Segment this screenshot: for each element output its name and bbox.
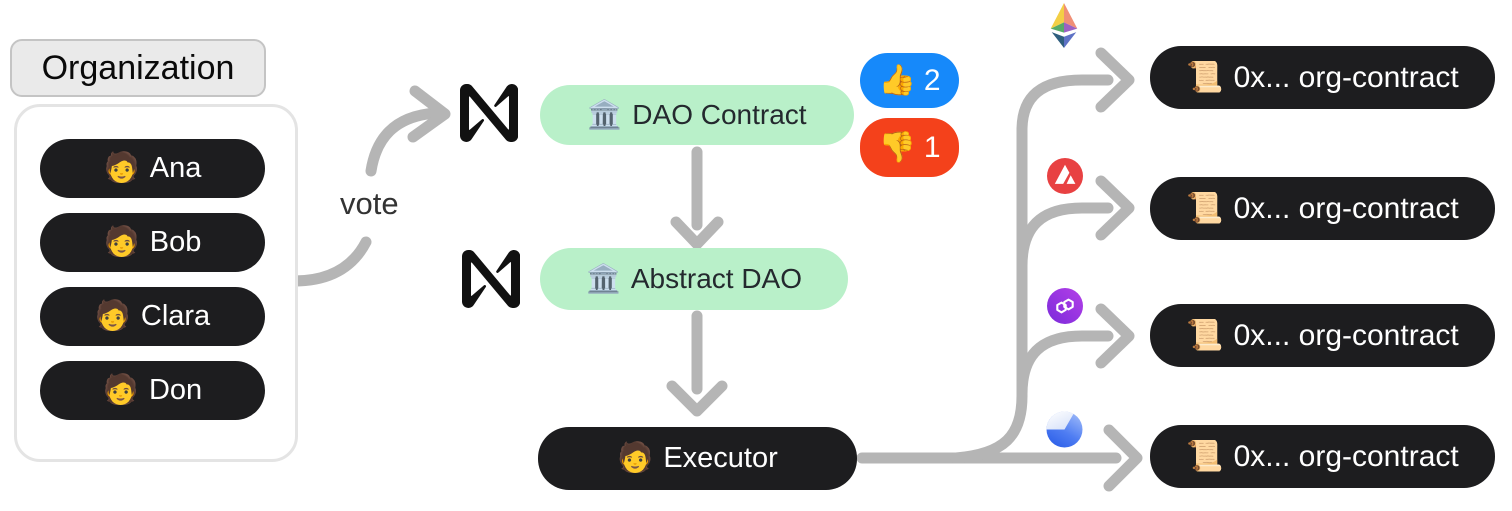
ethereum-icon xyxy=(1047,3,1081,48)
thumbs-up-emoji-icon: 👍 xyxy=(878,63,916,97)
scroll-emoji-icon: 📜 xyxy=(1186,439,1224,473)
abstract-dao-node: 🏛️ Abstract DAO xyxy=(540,248,848,310)
abstract-to-executor-arrowhead xyxy=(666,380,728,417)
org-contract-label: 0x... org-contract xyxy=(1233,318,1459,352)
executor-to-target4-arrowhead xyxy=(1103,424,1143,492)
dao-contract-node: 🏛️ DAO Contract xyxy=(540,85,854,145)
org-contract-node-polygon: 📜 0x... org-contract xyxy=(1150,304,1495,367)
vote-arrowhead xyxy=(407,85,451,143)
dao-to-abstract-arrowhead xyxy=(670,216,724,250)
votes-up-count: 2 xyxy=(923,63,941,97)
org-contract-label: 0x... org-contract xyxy=(1233,191,1459,225)
branch-2-arrow xyxy=(1016,202,1114,272)
member-pill-don: 🧑 Don xyxy=(40,361,265,420)
member-pill-ana: 🧑 Ana xyxy=(40,139,265,198)
person-emoji-icon: 🧑 xyxy=(103,226,140,258)
branch-3-arrow xyxy=(1016,330,1114,400)
member-name: Don xyxy=(148,374,203,406)
near-logo-icon xyxy=(462,250,521,308)
scroll-emoji-icon: 📜 xyxy=(1186,191,1224,225)
dao-contract-label: DAO Contract xyxy=(632,99,807,130)
abstract-dao-label: Abstract DAO xyxy=(630,263,803,294)
vote-label: vote xyxy=(340,186,399,221)
scroll-emoji-icon: 📜 xyxy=(1186,60,1224,94)
executor-node: 🧑 Executor xyxy=(538,427,857,490)
scroll-emoji-icon: 📜 xyxy=(1186,318,1224,352)
person-emoji-icon: 🧑 xyxy=(102,374,139,406)
org-contract-node-blue-sphere: 📜 0x... org-contract xyxy=(1150,425,1495,488)
member-pill-clara: 🧑 Clara xyxy=(40,287,265,346)
person-emoji-icon: 🧑 xyxy=(103,152,140,184)
classical-building-emoji-icon: 🏛️ xyxy=(587,99,623,130)
thumbs-down-emoji-icon: 👎 xyxy=(878,130,916,164)
blue-sphere-chain-icon xyxy=(1046,411,1083,448)
branch-top-arrowhead xyxy=(1095,47,1135,113)
executor-label: Executor xyxy=(663,442,778,474)
branch-2-arrowhead xyxy=(1095,175,1135,241)
classical-building-emoji-icon: 🏛️ xyxy=(585,263,621,294)
votes-up-badge: 👍 2 xyxy=(860,53,959,108)
org-contract-label: 0x... org-contract xyxy=(1233,60,1459,94)
avalanche-icon xyxy=(1047,158,1083,194)
votes-down-count: 1 xyxy=(923,130,941,164)
organization-title-chip: Organization xyxy=(10,39,266,97)
vote-arrow-upper xyxy=(365,107,442,177)
member-name: Ana xyxy=(149,152,202,184)
org-contract-label: 0x... org-contract xyxy=(1233,439,1459,473)
branch-3-arrowhead xyxy=(1095,303,1135,369)
org-contract-node-avalanche: 📜 0x... org-contract xyxy=(1150,177,1495,240)
votes-down-badge: 👎 1 xyxy=(860,118,959,177)
near-logo-icon xyxy=(460,84,519,142)
member-name: Bob xyxy=(149,226,202,258)
vote-arrow-lower xyxy=(288,236,372,287)
member-name: Clara xyxy=(140,300,211,332)
branch-trunk-top-arrow xyxy=(950,74,1114,464)
polygon-icon xyxy=(1047,288,1083,324)
organization-title: Organization xyxy=(41,48,235,87)
person-emoji-icon: 🧑 xyxy=(617,442,654,474)
person-emoji-icon: 🧑 xyxy=(94,300,131,332)
org-contract-node-ethereum: 📜 0x... org-contract xyxy=(1150,46,1495,109)
member-pill-bob: 🧑 Bob xyxy=(40,213,265,272)
